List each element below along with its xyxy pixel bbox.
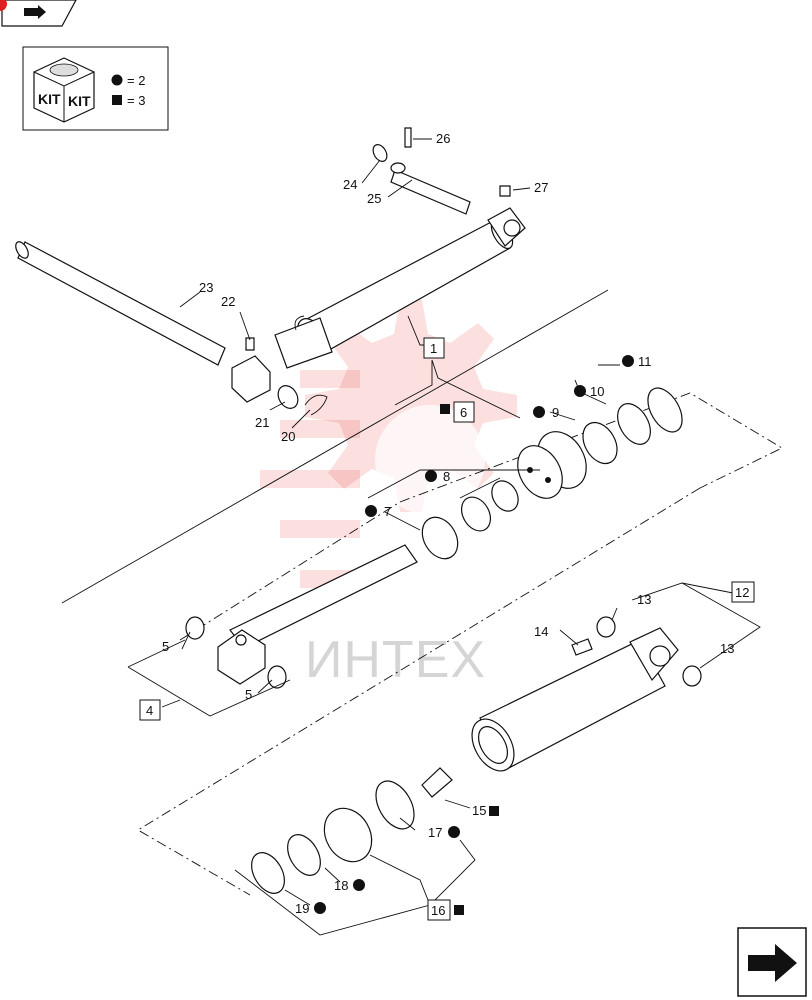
seal-8a <box>460 496 492 532</box>
callout-5b: 5 <box>245 687 252 702</box>
bushing-13b <box>682 665 702 687</box>
pin-25-end <box>390 162 406 174</box>
grease-fitting-27 <box>499 185 511 197</box>
callout-20: 20 <box>281 429 295 444</box>
callout-box-4 <box>139 699 161 721</box>
circle-symbol-icon <box>353 879 365 891</box>
dash-line <box>179 501 401 641</box>
next-page-arrow-icon <box>748 944 797 982</box>
seal-18 <box>287 834 321 876</box>
circle-symbol-icon <box>425 470 437 482</box>
next-page-arrow-icon <box>24 5 46 19</box>
callout-27: 27 <box>534 180 548 195</box>
callout-14: 14 <box>534 624 548 639</box>
callout-16: 16 <box>431 903 445 918</box>
callout-10: 10 <box>590 384 604 399</box>
wear-ring-9 <box>582 421 618 465</box>
watermark-text: ИНТЕХ <box>305 631 486 689</box>
callout-box-12 <box>731 581 755 603</box>
seal-8b <box>491 480 519 512</box>
pin-25 <box>390 169 471 215</box>
callout-1: 1 <box>430 341 437 356</box>
square-symbol-icon <box>112 95 122 105</box>
seal-17 <box>375 780 415 830</box>
kit-label-right: KIT <box>68 93 91 109</box>
callout-13a: 13 <box>637 592 651 607</box>
callout-box-16 <box>427 899 451 921</box>
callout-8: 8 <box>443 469 450 484</box>
kit-label-left: KIT <box>38 91 61 107</box>
circle-symbol-icon <box>111 74 123 86</box>
top-nav-tab[interactable] <box>0 0 77 27</box>
rod-23-end <box>15 241 29 259</box>
callout-7: 7 <box>384 504 391 519</box>
bushing-13a <box>596 616 616 638</box>
circle-symbol-icon <box>314 902 326 914</box>
circle-symbol-icon <box>365 505 377 517</box>
bushing-5b <box>267 665 287 689</box>
square-symbol-icon <box>489 806 499 816</box>
seal-21 <box>277 385 299 409</box>
rod-eye-4 <box>217 629 266 685</box>
fitting-14 <box>571 638 593 656</box>
circle-symbol-icon <box>533 406 545 418</box>
ring-11 <box>647 387 683 433</box>
seal-10 <box>617 403 651 445</box>
dash-boundary-lower <box>137 487 701 896</box>
callout-15: 15 <box>472 803 486 818</box>
circle-symbol-icon <box>574 385 586 397</box>
ring-24 <box>372 144 388 162</box>
circle-symbol-icon <box>622 355 634 367</box>
roll-pin-26 <box>404 127 412 148</box>
callout-4: 4 <box>146 703 153 718</box>
watermark-gear-logo <box>260 300 517 588</box>
circle-symbol-icon <box>448 826 460 838</box>
callout-22: 22 <box>221 294 235 309</box>
seal-19 <box>251 852 285 894</box>
callout-9: 9 <box>552 405 559 420</box>
callout-21: 21 <box>255 415 269 430</box>
barrel-assembly-12 <box>471 627 679 772</box>
callout-box-1 <box>423 337 445 359</box>
callout-24: 24 <box>343 177 357 192</box>
grease-fitting-22 <box>245 337 255 351</box>
snap-ring-20 <box>304 394 328 416</box>
callout-6: 6 <box>460 405 467 420</box>
callout-12: 12 <box>735 585 749 600</box>
callout-23: 23 <box>199 280 213 295</box>
callout-26: 26 <box>436 131 450 146</box>
gland-bolt-15 <box>421 767 453 798</box>
cylinder-assembly-upper <box>274 207 526 369</box>
callout-11: 11 <box>638 354 652 369</box>
callout-13b: 13 <box>720 641 734 656</box>
legend-circle-count: = 2 <box>127 73 145 88</box>
callout-5a: 5 <box>162 639 169 654</box>
rod-23 <box>17 241 226 366</box>
callout-box-6 <box>453 401 475 423</box>
next-page-button[interactable] <box>737 927 807 997</box>
rod-eye-block <box>231 355 271 403</box>
callout-25: 25 <box>367 191 381 206</box>
callout-18: 18 <box>334 878 348 893</box>
section-divider-line <box>61 289 609 604</box>
callout-17: 17 <box>428 825 442 840</box>
kit-legend: KIT KIT = 2 = 3 <box>22 46 169 131</box>
kit-parts-icon <box>49 63 79 77</box>
legend-square-count: = 3 <box>127 93 145 108</box>
ring-7 <box>421 516 459 560</box>
square-symbol-icon <box>440 404 450 414</box>
piston-assembly-6 <box>517 431 587 499</box>
gland-16 <box>323 807 373 863</box>
square-symbol-icon <box>454 905 464 915</box>
callout-19: 19 <box>295 901 309 916</box>
bushing-5a <box>185 616 205 640</box>
